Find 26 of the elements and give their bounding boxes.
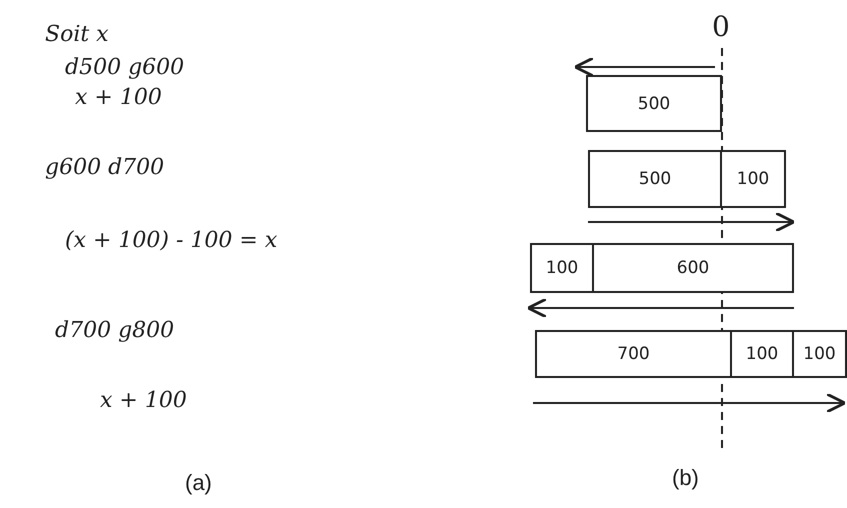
zero-marker: 0 — [712, 10, 730, 43]
math-line: x + 100 — [100, 388, 187, 413]
math-line: g600 d700 — [45, 155, 164, 180]
math-line: d700 g800 — [55, 318, 174, 343]
math-line: Soit x — [45, 22, 109, 47]
math-line: d500 g600 — [65, 55, 184, 80]
segment-value: 100 — [736, 169, 770, 189]
panel-caption: (a) — [185, 470, 212, 496]
segment-value: 700 — [617, 344, 650, 364]
segment-value: 600 — [676, 258, 710, 278]
segment-value: 500 — [638, 169, 672, 189]
bar-segment — [530, 243, 594, 293]
segment-value: 100 — [746, 344, 778, 364]
bar-segment — [588, 150, 722, 208]
segment-value: 500 — [638, 94, 670, 114]
math-line: x + 100 — [75, 85, 162, 110]
segment-value: 100 — [546, 258, 578, 278]
bar-segment — [535, 330, 732, 378]
bar-segment — [586, 75, 722, 132]
equation: (x + 100) - 100 = x — [65, 228, 278, 253]
segment-value: 100 — [803, 344, 836, 364]
panel-caption: (b) — [672, 465, 699, 491]
bar-segment — [720, 150, 786, 208]
bar-segment — [792, 330, 847, 378]
bar-segment — [730, 330, 794, 378]
bar-segment — [592, 243, 794, 293]
